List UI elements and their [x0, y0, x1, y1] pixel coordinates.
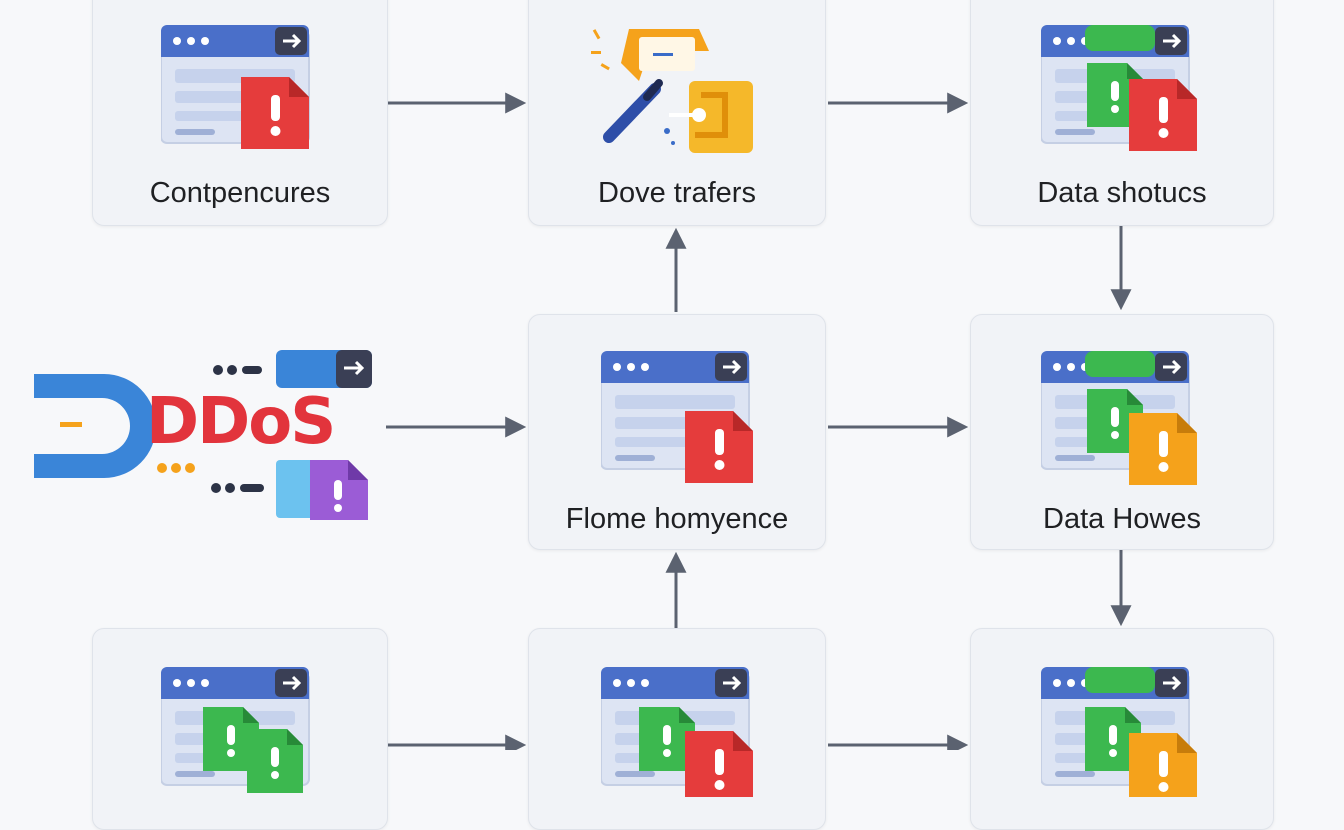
node-bot-left[interactable] [92, 628, 388, 830]
edit-transfer-icon [591, 29, 753, 153]
browser-alert-icon [161, 25, 311, 149]
browser-alert-icon [1041, 351, 1197, 485]
node-bot-right[interactable] [970, 628, 1274, 830]
ddos-logo-icon [34, 350, 372, 520]
node-label: Dove trafers [598, 177, 756, 209]
browser-alert-icon [1041, 667, 1197, 797]
node-top-right[interactable]: Data shotucs [970, 0, 1274, 226]
ddos-logo-text: DDoS [146, 385, 336, 459]
node-mid-mid[interactable]: Flome homyence [528, 314, 826, 550]
node-top-mid[interactable]: Dove trafers [528, 0, 826, 226]
node-label: Flome homyence [565, 503, 789, 535]
browser-alert-icon [601, 351, 753, 483]
browser-alert-icon [601, 667, 753, 797]
node-label: Data Howes [1043, 503, 1201, 535]
node-bot-mid[interactable] [528, 628, 826, 830]
node-top-left[interactable]: Contpencures [92, 0, 388, 226]
browser-alert-icon [1041, 25, 1197, 151]
node-label: Contpencures [149, 177, 331, 209]
browser-alert-icon [161, 667, 311, 793]
node-mid-right[interactable]: Data Howes [970, 314, 1274, 550]
node-label: Data shotucs [1037, 177, 1207, 209]
ddos-logo: DDoS [30, 348, 380, 528]
